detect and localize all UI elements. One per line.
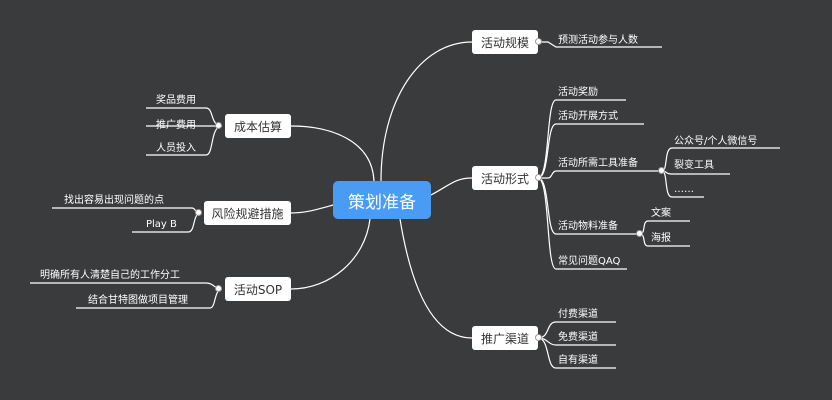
collapse-toggle-icon[interactable] [535, 334, 542, 341]
leaf-paid-channel[interactable]: 付费渠道 [558, 309, 598, 320]
leaf-gantt-management[interactable]: 结合甘特图做项目管理 [88, 295, 188, 306]
collapse-toggle-icon[interactable] [658, 167, 665, 174]
connector-root-scale [380, 41, 473, 182]
leaf-tool-official-account[interactable]: 公众号/个人微信号 [674, 136, 758, 147]
connector-root-form [430, 177, 473, 196]
leaf-activity-method[interactable]: 活动开展方式 [558, 111, 618, 122]
branch-cost-estimate[interactable]: 成本估算 [225, 114, 291, 138]
collapse-toggle-icon[interactable] [215, 122, 222, 129]
leaf-clarify-division[interactable]: 明确所有人清楚自己的工作分工 [40, 270, 180, 281]
connector-root-risk [290, 204, 334, 214]
leaf-tool-more[interactable]: …… [674, 184, 694, 195]
leaf-promotion-cost[interactable]: 推广费用 [156, 120, 196, 131]
branch-activity-sop[interactable]: 活动SOP [225, 277, 291, 301]
leaf-free-channel[interactable]: 免费渠道 [558, 332, 598, 343]
leaf-tool-fission[interactable]: 裂变工具 [674, 160, 714, 171]
collapse-toggle-icon[interactable] [636, 230, 643, 237]
connector-root-sop [290, 218, 371, 290]
leaf-faq[interactable]: 常见问题QAQ [558, 256, 621, 267]
collapse-toggle-icon[interactable] [195, 209, 202, 216]
leaf-predict-participants[interactable]: 预测活动参与人数 [558, 35, 638, 46]
collapse-toggle-icon[interactable] [215, 285, 222, 292]
leaf-material-preparation[interactable]: 活动物料准备 [558, 221, 618, 232]
leaf-material-poster[interactable]: 海报 [651, 233, 671, 244]
leaf-own-channel[interactable]: 自有渠道 [558, 355, 598, 366]
leaf-activity-reward[interactable]: 活动奖励 [558, 87, 598, 98]
root-node[interactable]: 策划准备 [333, 181, 431, 219]
branch-activity-form[interactable]: 活动形式 [472, 166, 538, 190]
branch-activity-scale[interactable]: 活动规模 [472, 30, 538, 54]
connector-root-cost [290, 125, 375, 182]
connector-root-channel [399, 218, 473, 339]
leaf-prize-cost[interactable]: 奖品费用 [156, 95, 196, 106]
leaf-tool-preparation[interactable]: 活动所需工具准备 [558, 158, 638, 169]
branch-risk-avoidance[interactable]: 风险规避措施 [204, 201, 291, 225]
collapse-toggle-icon[interactable] [535, 174, 542, 181]
leaf-staff-input[interactable]: 人员投入 [156, 143, 196, 154]
collapse-toggle-icon[interactable] [535, 38, 542, 45]
leaf-material-copy[interactable]: 文案 [651, 208, 671, 219]
branch-promotion-channel[interactable]: 推广渠道 [472, 326, 538, 350]
leaf-find-problem-points[interactable]: 找出容易出现问题的点 [64, 195, 164, 206]
leaf-plan-b[interactable]: Play B [146, 219, 177, 230]
